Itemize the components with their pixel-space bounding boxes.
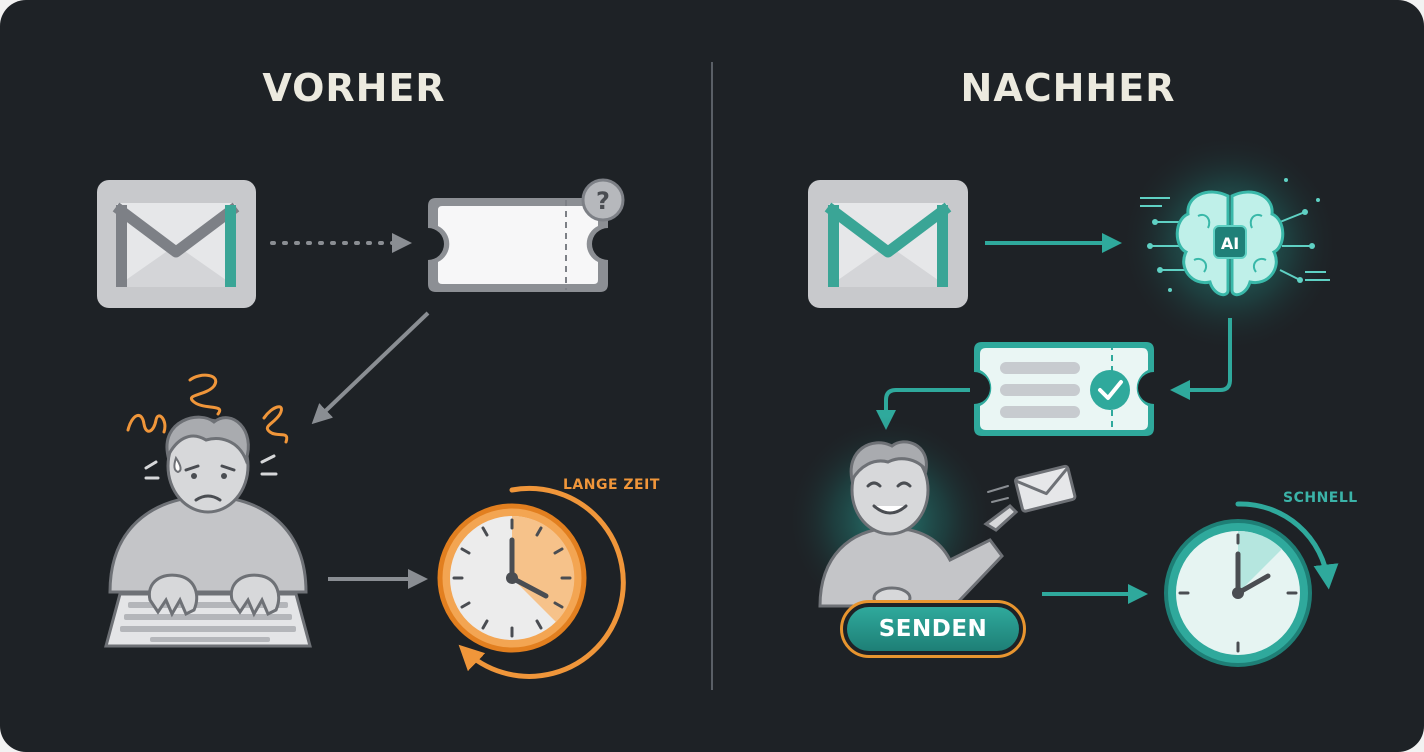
blank-ticket-icon: [428, 198, 608, 292]
ai-badge-text: AI: [1221, 234, 1239, 253]
keyboard-icon: [104, 573, 312, 648]
title-after: NACHHER: [960, 66, 1176, 110]
stress-squiggles: [126, 373, 289, 444]
mail-icon-right: [808, 180, 968, 308]
mail-icon: [97, 180, 256, 308]
send-button[interactable]: SENDEN: [840, 600, 1026, 658]
slow-time-label: LANGE ZEIT: [563, 477, 660, 493]
teal-arrow-to-person: [876, 388, 970, 430]
fast-time-label: SCHNELL: [1283, 490, 1358, 506]
happy-person-icon: [786, 416, 1019, 624]
title-before: VORHER: [262, 66, 446, 110]
filled-ticket-icon: [974, 342, 1154, 436]
teal-arrow-to-ticket: [1170, 318, 1232, 400]
clock-icon-slow: [437, 485, 626, 679]
send-button-label: SENDEN: [847, 607, 1019, 651]
envelope-icon: [987, 464, 1077, 513]
svg-text:?: ?: [596, 187, 610, 215]
stressed-person-icon: [108, 415, 308, 594]
diagonal-arrow: [311, 311, 430, 425]
ai-brain-icon: AI: [1120, 133, 1340, 353]
clock-icon-fast: [1164, 501, 1339, 667]
question-icon: ?: [581, 178, 625, 222]
check-icon: [1098, 380, 1123, 400]
